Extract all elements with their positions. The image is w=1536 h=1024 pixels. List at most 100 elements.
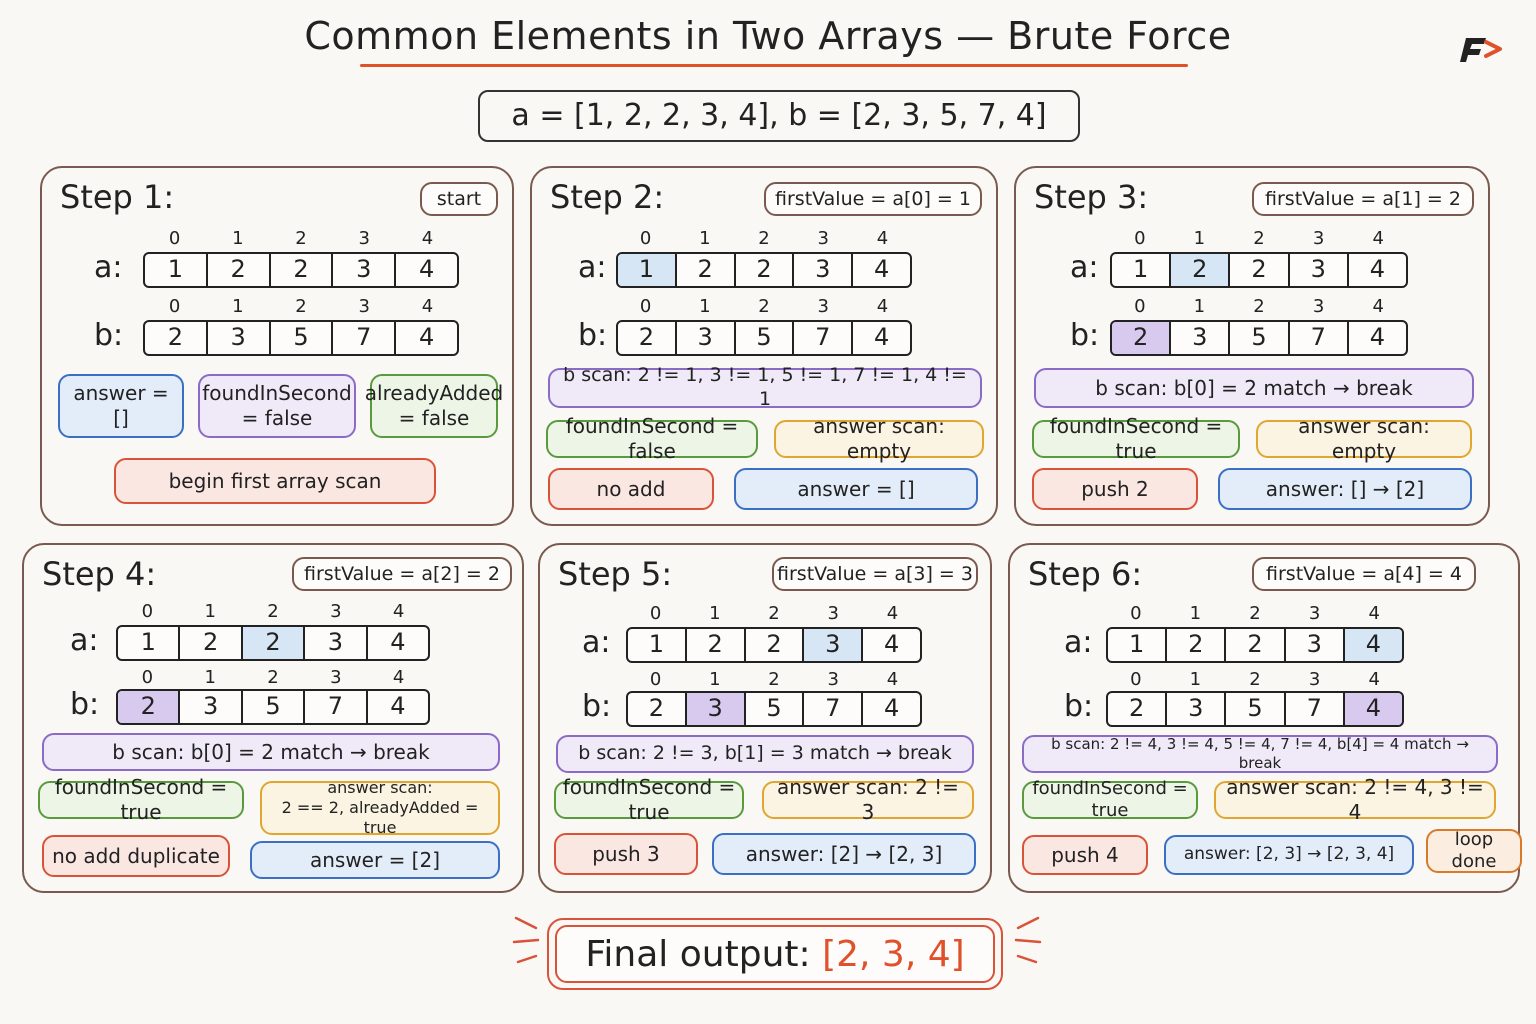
step-tag: firstValue = a[0] = 1 <box>764 182 982 216</box>
array-b-label: b: <box>70 687 100 722</box>
array-cell: 4 <box>394 254 457 286</box>
answer-state: answer = [2] <box>250 841 500 879</box>
b-scan-note: b scan: 2 != 3, b[1] = 3 match → break <box>556 735 974 773</box>
array-cell: 3 <box>178 691 240 723</box>
array-cell: 2 <box>205 254 269 286</box>
array-cell: 5 <box>240 691 303 723</box>
answer-state: answer: [2, 3] → [2, 3, 4] <box>1164 835 1414 875</box>
array-cell: 3 <box>674 322 734 354</box>
final-output-box: Final output: [2, 3, 4] <box>547 918 1003 990</box>
array-cell: 3 <box>1169 322 1228 354</box>
array-cell: 4 <box>365 691 428 723</box>
array-cell: 2 <box>648 694 665 722</box>
step-title: Step 5: <box>558 555 673 593</box>
array-cell: 2 <box>178 627 240 659</box>
answer-scan-line: answer scan: <box>327 778 433 797</box>
array-cell: 5 <box>1228 322 1287 354</box>
array-cell: 2 <box>674 254 734 286</box>
array-a-label: a: <box>1070 250 1099 285</box>
left-sparkle-icon <box>512 916 540 964</box>
array-cell: 1 <box>140 628 156 656</box>
answer-state: answer: [] → [2] <box>1218 468 1472 510</box>
array-b-label: b: <box>1064 689 1094 724</box>
b-scan-note: b scan: b[0] = 2 match → break <box>1034 368 1474 408</box>
array-cell: 1 <box>167 255 184 283</box>
found-in-second-state: foundInSecond = false <box>198 374 356 438</box>
array-b-label: b: <box>1070 318 1100 353</box>
array-cell: 4 <box>1346 254 1406 286</box>
step-tag: start <box>420 182 498 216</box>
array-a-label: a: <box>1064 625 1093 660</box>
b-scan-note: b scan: 2 != 1, 3 != 1, 5 != 1, 7 != 1, … <box>548 364 982 410</box>
found-in-second-state: foundInSecond = true <box>1032 414 1240 463</box>
array-cell-highlighted: 2 <box>118 691 179 723</box>
array-cell: 2 <box>638 323 655 351</box>
array-cell: 2 <box>1228 254 1287 286</box>
step-tag: firstValue = a[4] = 4 <box>1252 557 1476 591</box>
step-title: Step 2: <box>550 178 665 216</box>
b-scan-note: b scan: b[0] = 2 match → break <box>42 733 500 771</box>
step-title: Step 3: <box>1034 178 1149 216</box>
array-a-label: a: <box>582 625 611 660</box>
array-cell: 3 <box>1165 693 1224 725</box>
final-output-label: Final output: <box>585 934 811 975</box>
array-a-label: a: <box>94 250 123 285</box>
answer-scan-note: answer scan: 2 == 2, alreadyAdded = true <box>260 778 500 837</box>
step-tag: firstValue = a[1] = 2 <box>1252 182 1474 216</box>
array-cell: 3 <box>792 254 851 286</box>
array-cell: 4 <box>365 627 428 659</box>
already-added-state: alreadyAdded = false <box>365 374 503 438</box>
array-b-label: b: <box>582 689 612 724</box>
array-cell: 4 <box>394 322 457 354</box>
final-output-inner: Final output: [2, 3, 4] <box>555 925 995 983</box>
array-cell: 1 <box>1132 255 1149 283</box>
array-cell: 2 <box>743 629 803 661</box>
array-cell-highlighted: 4 <box>1342 693 1402 725</box>
found-in-second-state: foundInSecond = true <box>1022 778 1198 821</box>
step-tag: firstValue = a[3] = 3 <box>772 557 978 591</box>
action-note: no add <box>548 468 714 510</box>
answer-scan-note: answer scan: empty <box>774 414 984 463</box>
array-cell-highlighted: 3 <box>802 629 862 661</box>
page-title: Common Elements in Two Arrays — Brute Fo… <box>304 14 1232 58</box>
array-cell: 4 <box>861 693 920 725</box>
array-cell-highlighted: 4 <box>1342 629 1402 661</box>
array-a-label: a: <box>578 250 607 285</box>
brand-logo-icon <box>1460 38 1502 62</box>
answer-scan-note: answer scan: 2 != 4, 3 != 4 <box>1214 775 1496 824</box>
array-cell: 7 <box>303 691 365 723</box>
array-cell: 5 <box>743 693 803 725</box>
input-arrays: a = [1, 2, 2, 3, 4], b = [2, 3, 5, 7, 4] <box>478 90 1080 142</box>
array-cell: 2 <box>1128 694 1145 722</box>
step-note: begin first array scan <box>114 458 436 504</box>
array-cell: 2 <box>733 254 793 286</box>
array-b-label: b: <box>578 318 608 353</box>
array-cell: 3 <box>303 627 365 659</box>
array-cell: 2 <box>167 323 184 351</box>
loop-done-note: loop done <box>1426 829 1522 873</box>
step-title: Step 4: <box>42 555 157 593</box>
b-scan-note: b scan: 2 != 4, 3 != 4, 5 != 4, 7 != 4, … <box>1022 735 1498 773</box>
array-a-label: a: <box>70 623 99 658</box>
step-tag: firstValue = a[2] = 2 <box>292 557 512 591</box>
